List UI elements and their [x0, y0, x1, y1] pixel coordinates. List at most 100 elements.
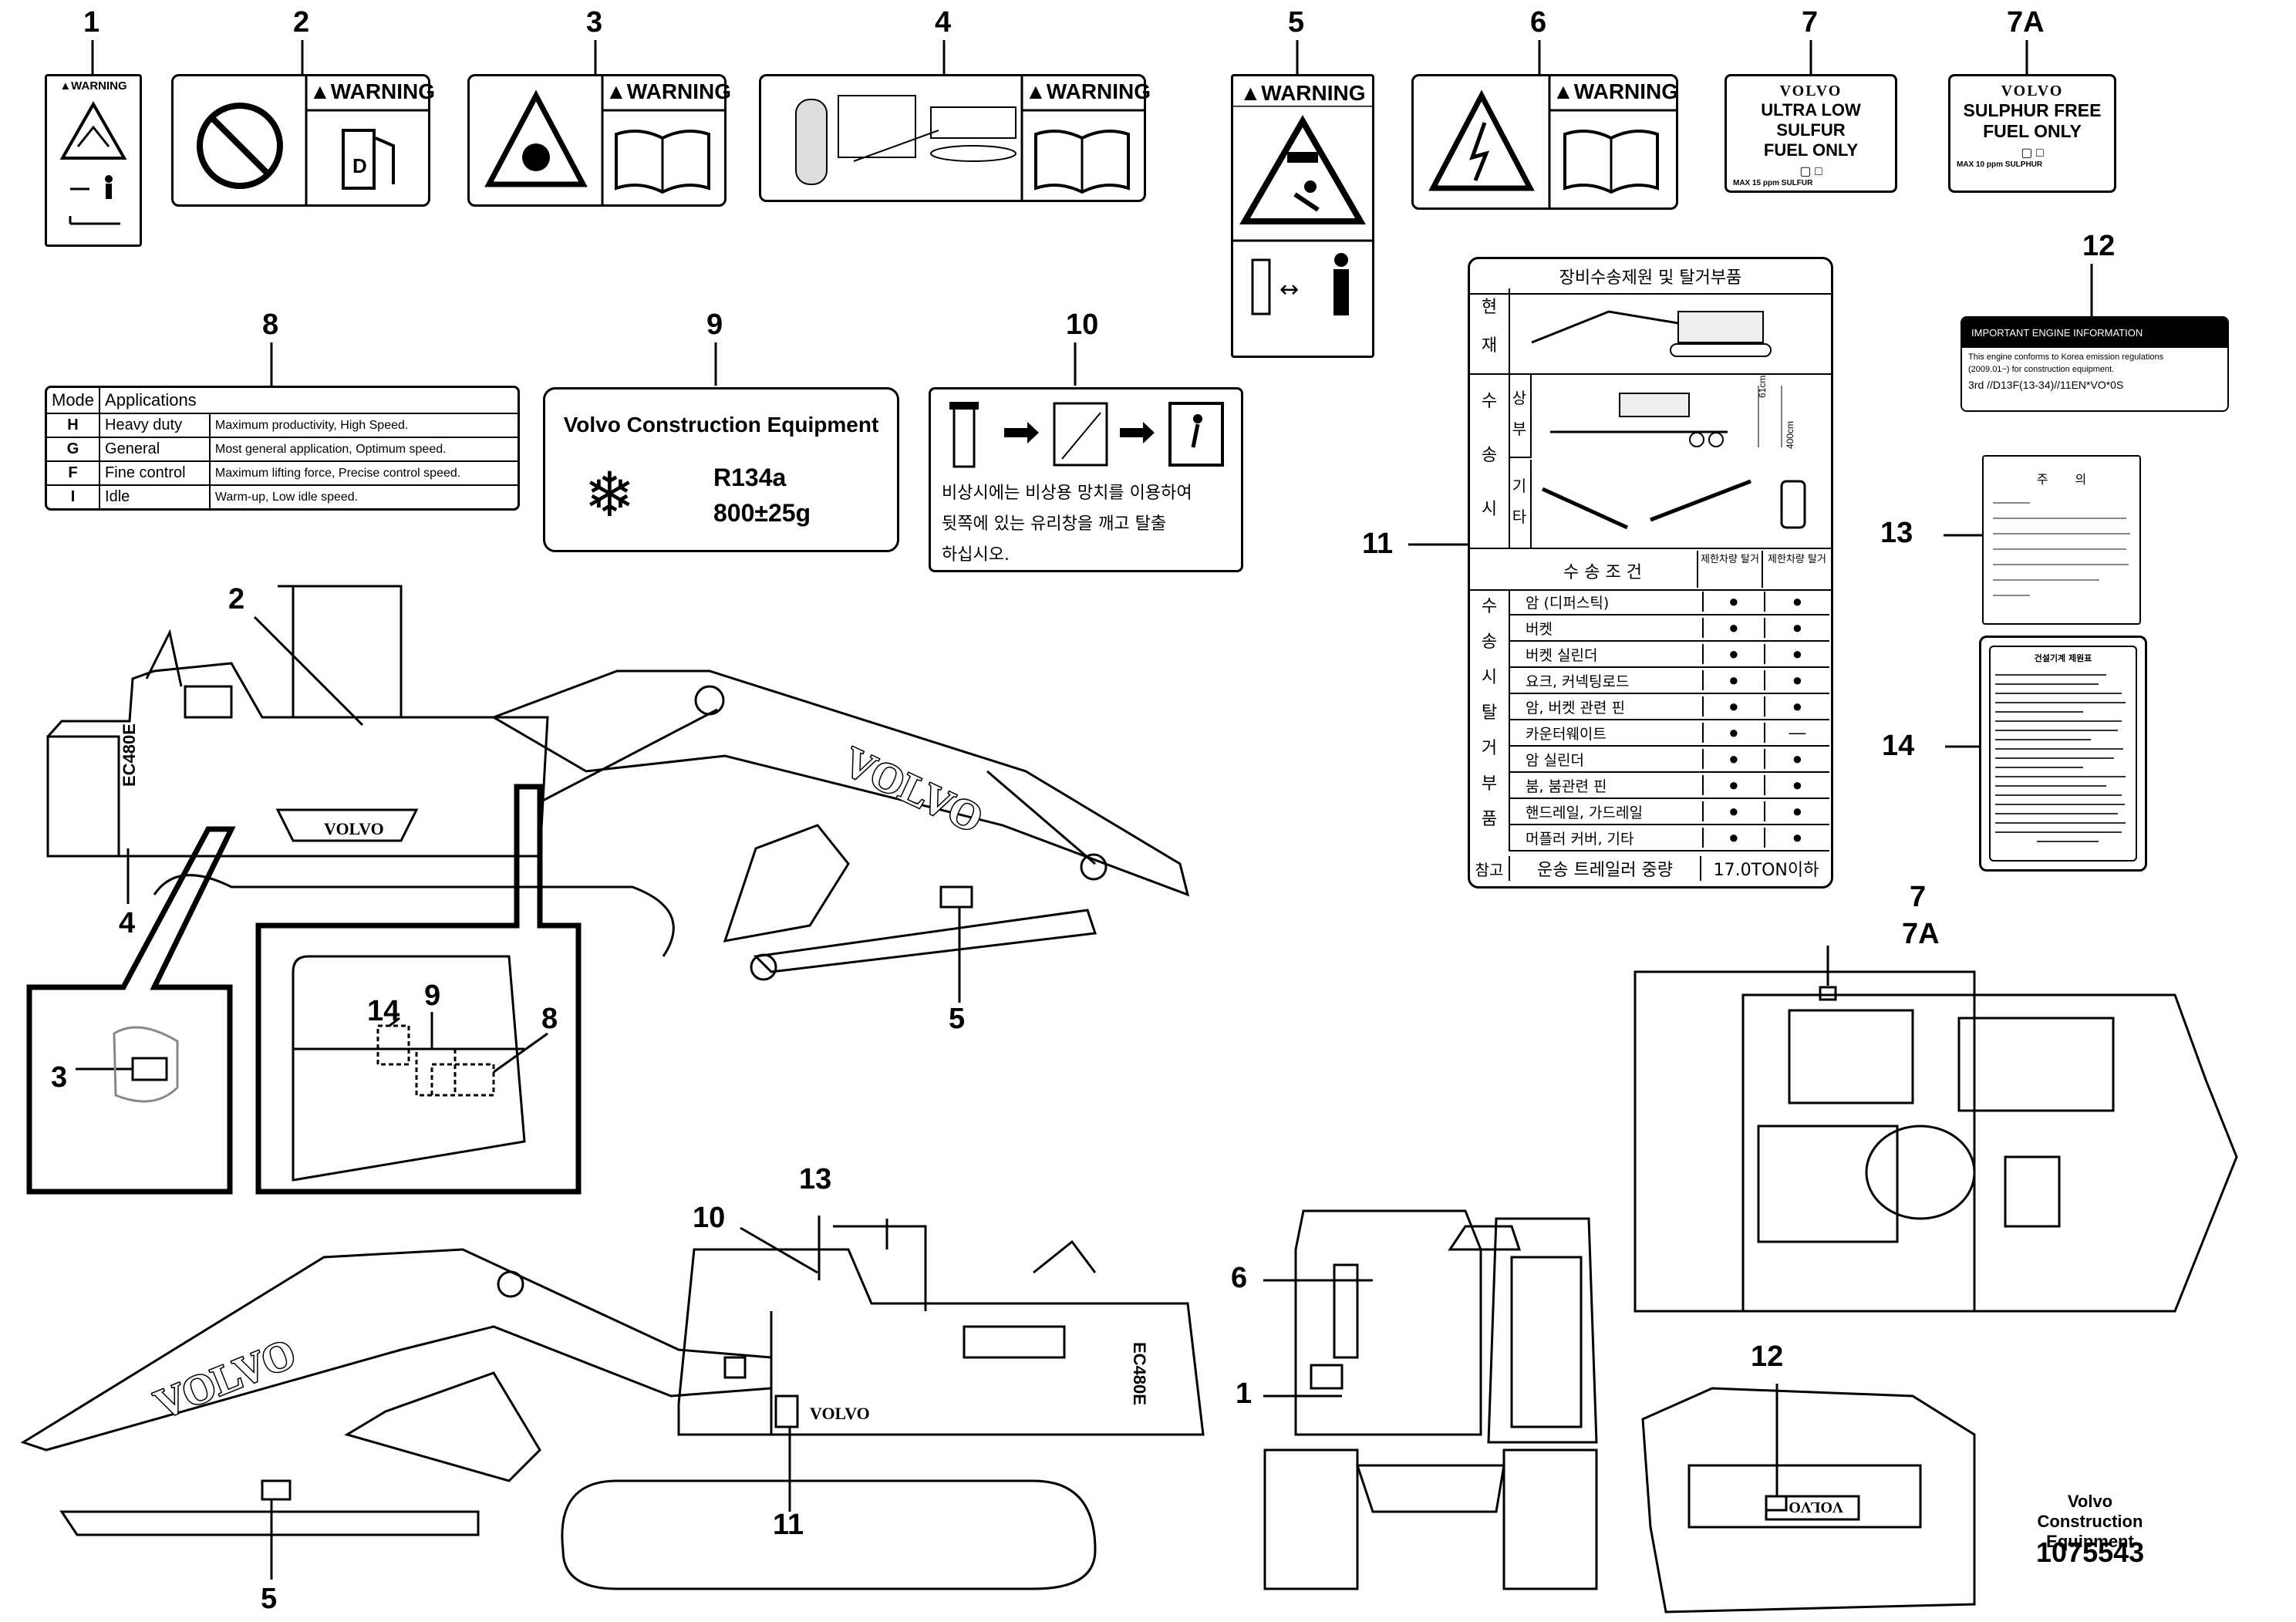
crush-person-icon: ↔ [1233, 104, 1372, 315]
mode-cell: F [47, 462, 101, 486]
callout-6: 6 [1530, 6, 1547, 39]
warning-label-2: D ▲WARNING [171, 74, 435, 207]
row-col1: ● [1702, 828, 1764, 848]
desc-cell: Warm-up, Low idle speed. [214, 490, 359, 504]
table-row: 암, 버켓 관련 핀●● [1510, 694, 1829, 720]
excavator-current-icon [1531, 310, 1772, 357]
fuel-label-7a: VOLVO SULPHUR FREE FUEL ONLY ▢ □ MAX 10 … [1948, 74, 2116, 193]
swing-area-manual-icon [795, 76, 1144, 200]
row-col2: ● [1763, 592, 1829, 612]
callout-9: 9 [706, 309, 723, 341]
row-item: 카운터웨이트 [1526, 725, 1607, 743]
row-col2: ● [1763, 618, 1829, 638]
row-col2: — [1763, 723, 1829, 743]
callout-9-inset: 9 [424, 980, 441, 1012]
refrigerant-label: Volvo Construction Equipment ❄ R134a 800… [543, 387, 899, 552]
no-smoking-fuel-icon: D [197, 76, 428, 204]
engine-info-line3: 3rd //D13F(13-34)//11EN*VO*0S [1968, 379, 2124, 391]
row-item: 버켓 실린더 [1526, 646, 1598, 664]
table-row: 머플러 커버, 기타 ●● [1510, 825, 1829, 851]
warning-heading: ▲WARNING [1239, 81, 1366, 105]
callout-7-top: 7 [1910, 881, 1927, 913]
callout-11-side: 11 [773, 1509, 804, 1541]
row-col1: ● [1702, 618, 1764, 638]
fuel-note: MAX 15 ppm SULFUR [1733, 179, 1813, 187]
row-col1: ● [1702, 801, 1764, 821]
app-cell: General [100, 438, 211, 462]
refrigerant-brand: Volvo Construction Equipment [563, 413, 879, 437]
svg-text:VOLVO: VOLVO [148, 1330, 302, 1428]
warning-heading: ▲WARNING [1553, 79, 1679, 103]
svg-text:EC480E: EC480E [1130, 1342, 1149, 1405]
volvo-brand: VOLVO [1779, 83, 1843, 99]
row-col2: ● [1763, 696, 1829, 717]
escape-text-2: 뒷쪽에 있는 유리창을 깨고 탈출 [942, 514, 1167, 534]
table-row: I Idle Warm-up, Low idle speed. [47, 486, 518, 508]
escape-label: 비상시에는 비상용 망치를 이용하여 뒷쪽에 있는 유리창을 깨고 탈출 하십시… [929, 387, 1243, 572]
fuel-label-7: VOLVO ULTRA LOW SULFUR FUEL ONLY ▢ □ MAX… [1725, 74, 1897, 193]
attachments-icon [1541, 479, 1806, 530]
row-col1: ● [1702, 670, 1764, 690]
col2-header: 제한차량 탈거 [1762, 551, 1831, 588]
row-col2: ● [1763, 749, 1829, 769]
mode-header: Mode [47, 388, 101, 414]
fuel-line-1: ULTRA LOW SULFUR [1761, 100, 1861, 140]
model-plate-title: 건설기계 제원표 [2034, 653, 2092, 663]
callout-7a-top: 7A [1902, 918, 1940, 950]
callout-13-side: 13 [799, 1163, 832, 1195]
warning-heading: ▲WARNING [59, 79, 127, 93]
callout-5-diagram: 5 [949, 1003, 966, 1035]
warning-label-6: ▲WARNING [1411, 74, 1678, 210]
app-cell: Heavy duty [100, 414, 211, 438]
applications-header: Applications [100, 388, 518, 414]
callout-2: 2 [293, 6, 310, 39]
callout-6-front: 6 [1231, 1262, 1248, 1294]
caution-text-lines [1993, 502, 2130, 596]
fuel-line-2: FUEL ONLY [1983, 121, 2082, 141]
callout-10-side: 10 [693, 1202, 726, 1234]
row-item: 암 (디퍼스틱) [1526, 594, 1610, 612]
removal-rows: 암 (디퍼스틱)●● 버켓●● 버켓 실린더●● 요크, 커넥팅로드●● 암, … [1510, 589, 1829, 851]
row-col2: ● [1763, 828, 1829, 848]
mode-table-header: Mode Applications [47, 388, 518, 414]
desc-cell: Most general application, Optimum speed. [210, 438, 518, 462]
model-plate-text-lines [1995, 674, 2126, 842]
row-item: 머플러 커버, 기타 [1526, 830, 1634, 848]
callout-12-engine: 12 [1751, 1340, 1784, 1373]
callout-8: 8 [262, 309, 279, 341]
refrigerant-gas: R134a [713, 464, 787, 491]
svg-text:VOLVO: VOLVO [324, 819, 384, 838]
engine-info-line1: This engine conforms to Korea emission r… [1968, 352, 2164, 362]
row-col1: ● [1702, 644, 1764, 664]
callout-13: 13 [1880, 517, 1913, 549]
engine-info-title: IMPORTANT ENGINE INFORMATION [1962, 318, 2227, 348]
footer-company: Volvo Construction Equipment [2037, 1492, 2143, 1551]
table-row: 암 실린더●● [1510, 747, 1829, 773]
svg-text:VOLVO: VOLVO [1789, 1499, 1843, 1516]
callout-14: 14 [1882, 730, 1915, 762]
mode-cell: G [47, 438, 101, 462]
transport-footer: 참고 운송 트레일러 중량 17.0TON이하 [1470, 851, 1831, 885]
table-row: 암 (디퍼스틱)●● [1510, 589, 1829, 615]
row-col2: ● [1763, 775, 1829, 795]
row-col1: ● [1702, 775, 1764, 795]
svg-text:VOLVO: VOLVO [810, 1404, 870, 1423]
crush-hazard-icon [59, 100, 127, 225]
engine-info-label: IMPORTANT ENGINE INFORMATION This engine… [1961, 316, 2229, 412]
engine-info-line2: (2009.01~) for construction equipment. [1968, 365, 2115, 374]
table-row: 붐, 붐관련 핀●● [1510, 773, 1829, 799]
row-item: 버켓 [1526, 620, 1553, 638]
warning-heading: ▲WARNING [1025, 79, 1151, 103]
warning-label-3: ▲WARNING [467, 74, 731, 207]
callout-3: 3 [586, 6, 603, 39]
caution-title: 주 의 [2036, 472, 2087, 487]
callout-11: 11 [1362, 528, 1394, 560]
footer-trailer: 운송 트레일러 중량 [1509, 856, 1700, 881]
